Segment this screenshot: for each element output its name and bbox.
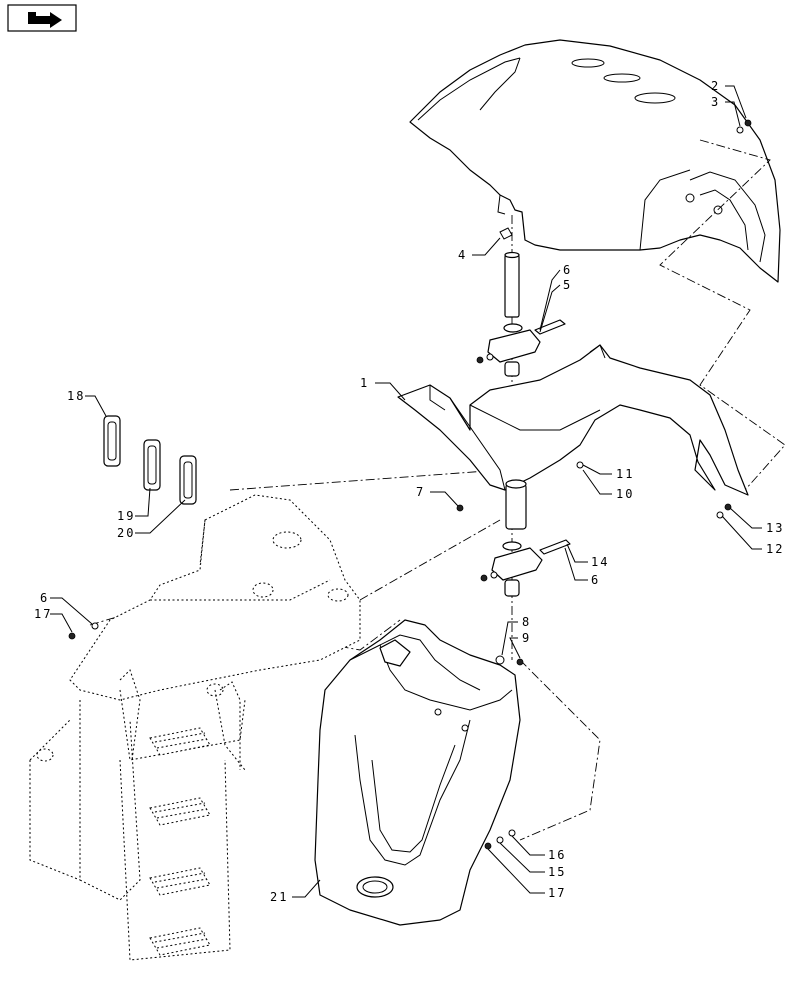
callout-19: 19 xyxy=(117,509,135,523)
screw-7 xyxy=(456,504,464,512)
callout-6-upper: 6 xyxy=(563,263,572,277)
callout-11: 11 xyxy=(616,467,634,481)
callout-6-left: 6 xyxy=(40,591,49,605)
callout-16: 16 xyxy=(548,848,566,862)
pivot-pin xyxy=(504,251,520,318)
bolt-10 xyxy=(576,461,584,469)
bolt-15 xyxy=(496,836,504,844)
callout-13: 13 xyxy=(766,521,784,535)
plate-19 xyxy=(143,439,161,491)
screw-9 xyxy=(516,658,524,666)
callout-8: 8 xyxy=(522,615,531,629)
screw-17-left xyxy=(68,632,76,640)
callout-20: 20 xyxy=(117,526,135,540)
screw-2 xyxy=(744,119,752,127)
washer-16 xyxy=(508,829,516,837)
washer-6 xyxy=(91,622,99,630)
screw-17 xyxy=(484,842,492,850)
callout-21: 21 xyxy=(270,890,288,904)
lower-clamp xyxy=(480,539,571,597)
washer-3 xyxy=(736,126,744,134)
callout-18: 18 xyxy=(67,389,85,403)
washer-12 xyxy=(716,511,724,519)
ghost-frame xyxy=(29,494,361,961)
callout-4: 4 xyxy=(458,248,467,262)
main-bracket xyxy=(397,344,749,530)
callout-15: 15 xyxy=(548,865,566,879)
washer-8 xyxy=(495,655,505,665)
leader-lines xyxy=(50,85,762,898)
plate-20 xyxy=(179,455,197,505)
lower-fender xyxy=(314,619,521,926)
upper-fender xyxy=(409,39,781,283)
callout-6-lower: 6 xyxy=(591,573,600,587)
callout-14: 14 xyxy=(591,555,609,569)
callout-17-left: 17 xyxy=(34,607,52,621)
callout-12: 12 xyxy=(766,542,784,556)
callout-17-right: 17 xyxy=(548,886,566,900)
callout-3: 3 xyxy=(711,95,720,109)
upper-clamp xyxy=(476,319,566,377)
callout-1: 1 xyxy=(360,376,369,390)
callout-10: 10 xyxy=(616,487,634,501)
plate-18 xyxy=(103,415,121,467)
callout-5: 5 xyxy=(563,278,572,292)
washer-4 xyxy=(499,227,513,240)
callout-labels: 2 3 4 6 5 1 18 19 20 7 11 10 13 12 14 6 … xyxy=(34,79,784,904)
callout-9: 9 xyxy=(522,631,531,645)
callout-7: 7 xyxy=(416,485,425,499)
callout-2: 2 xyxy=(711,79,720,93)
screw-13 xyxy=(724,503,732,511)
return-arrow-icon[interactable] xyxy=(7,4,77,32)
